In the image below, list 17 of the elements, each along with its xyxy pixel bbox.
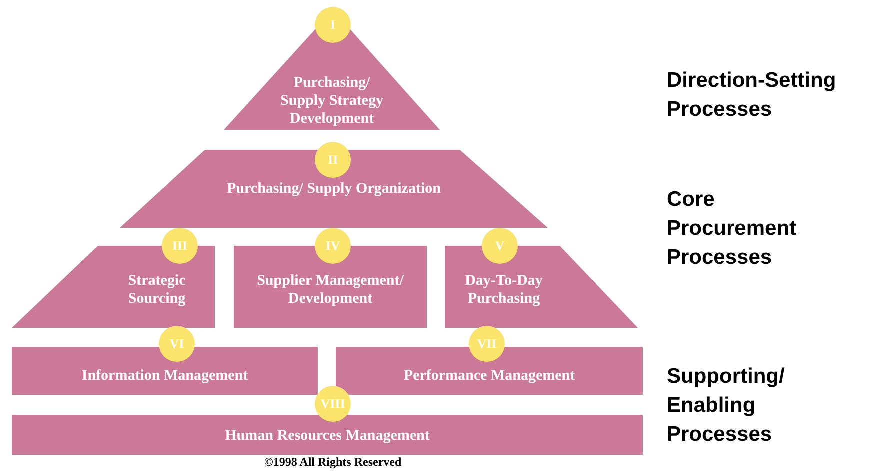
process-label: Supplier Management/ Development [256, 272, 405, 308]
tier-heading: Supporting/ Enabling Processes [667, 364, 786, 448]
process-label: Performance Management [402, 367, 576, 385]
process-label: Purchasing/ Supply Organization [226, 180, 442, 198]
tier-heading: Direction-Setting Processes [667, 68, 838, 123]
numeral-badge: V [482, 228, 518, 264]
process-label: Human Resources Management [224, 427, 431, 445]
numeral-badge: III [162, 228, 198, 264]
process-label: Day-To-Day Purchasing [464, 272, 544, 308]
tier-heading: Core Procurement Processes [667, 187, 798, 271]
numeral-badge: I [315, 7, 351, 43]
numeral-badge: IV [315, 228, 351, 264]
process-label: Strategic Sourcing [127, 272, 187, 308]
process-label: Information Management [80, 367, 250, 385]
numeral-badge: II [315, 142, 351, 178]
copyright-note: ©1998 All Rights Reserved [264, 455, 402, 470]
process-label: Purchasing/ Supply Strategy Development [280, 74, 384, 128]
